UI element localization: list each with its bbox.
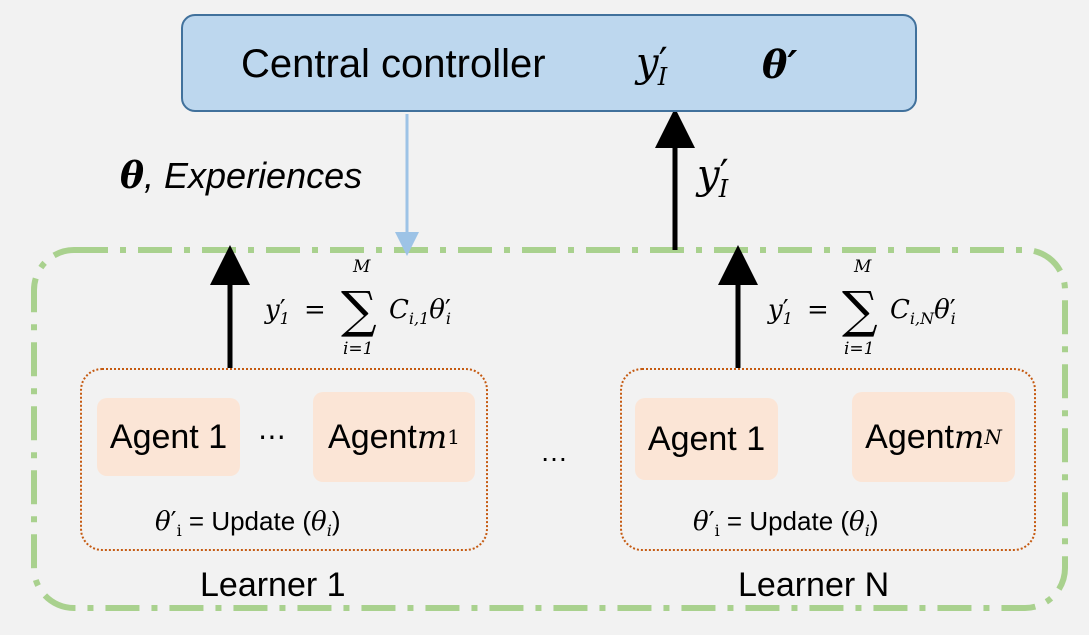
- learnerN-agent-1: Agent 1: [635, 398, 778, 480]
- learners-ellipsis: …: [540, 436, 568, 467]
- learnerN-aggregation-formula: y′1 = M ∑ i=1 Ci,Nθ′i: [768, 257, 956, 359]
- controller-y-term: y′I: [636, 40, 668, 91]
- downlink-label: θ, Experiences: [120, 155, 363, 197]
- learner1-agent-1: Agent 1: [97, 398, 240, 476]
- learnerN-update-rule: θ′i = Update (θi): [693, 506, 879, 541]
- learner1-update-rule: θ′i = Update (θi): [155, 506, 341, 541]
- learner1-name: Learner 1: [200, 566, 346, 604]
- uplink-label: y′I: [697, 152, 729, 203]
- learner1-aggregation-formula: y′1 = M ∑ i=1 Ci,1θ′i: [265, 257, 451, 359]
- learner1-box: [80, 368, 488, 551]
- central-controller-label: Central controller: [241, 42, 546, 86]
- controller-theta-term: θ′: [762, 42, 798, 87]
- learnerN-box: [620, 368, 1036, 551]
- learnerN-name: Learner N: [738, 566, 890, 604]
- central-controller-box: [181, 14, 917, 112]
- learner1-agent-ellipsis: ⋯: [258, 421, 286, 452]
- learners-group-border: [31, 247, 1068, 611]
